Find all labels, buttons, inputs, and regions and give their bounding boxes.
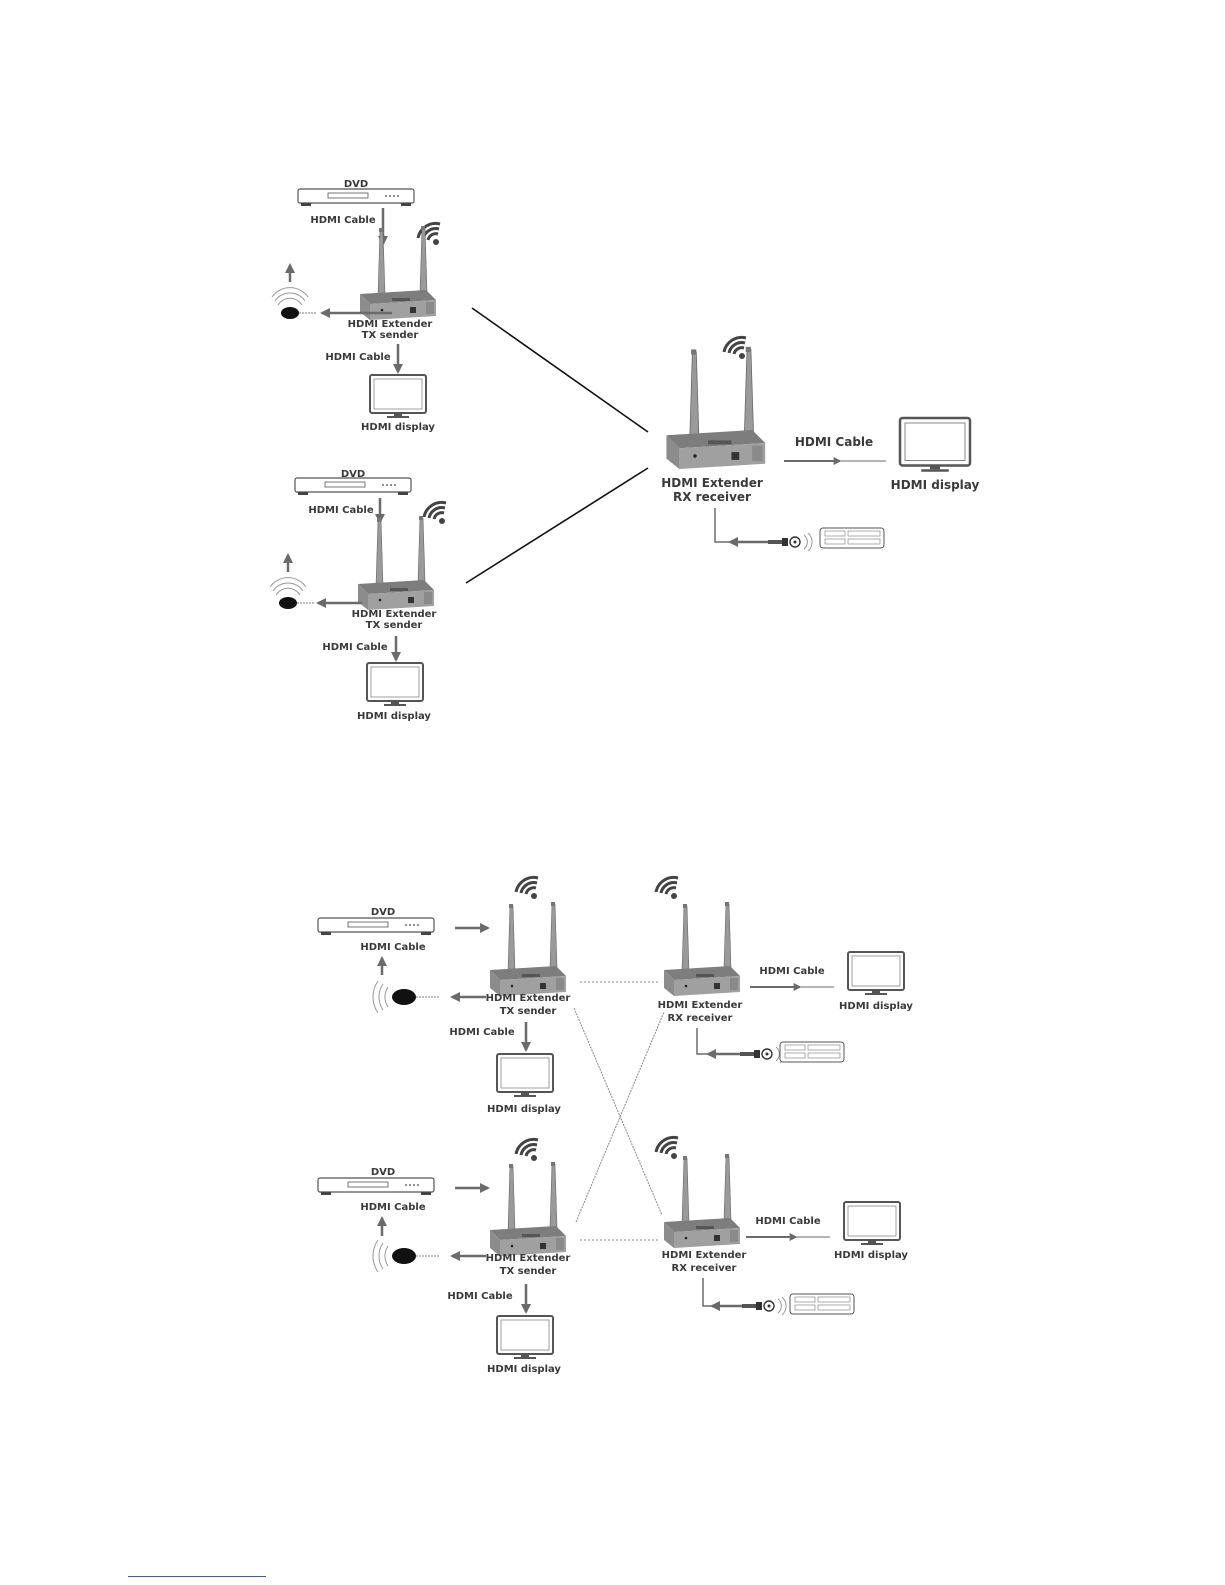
hdmi-extender-tx-device	[357, 515, 435, 611]
wifi-signal-icon	[514, 875, 540, 901]
bottom-section: DVD HDMI Cable HDMI Extender TX sender H…	[317, 875, 913, 1375]
hdmi-cable-label: HDMI Cable	[308, 505, 373, 516]
dvd-player	[294, 477, 412, 496]
hdmi-display-label: HDMI display	[834, 1250, 908, 1261]
monitor-icon	[366, 662, 424, 707]
tx-group-2: DVD HDMI Cable HDMI Extender TX sender H…	[269, 469, 448, 722]
dvd-label: DVD	[341, 469, 365, 480]
wifi-signal-icon	[422, 500, 448, 526]
rx-group-1: HDMI Extender RX receiver HDMI Cable HDM…	[654, 875, 913, 1064]
wifi-signal-icon	[654, 1135, 680, 1161]
hdmi-cable-label: HDMI Cable	[755, 1216, 820, 1227]
hdmi-extender-rx-device	[665, 346, 766, 470]
tx-group-3: DVD HDMI Cable HDMI Extender TX sender H…	[317, 875, 571, 1115]
tx-sender-label: TX sender	[362, 330, 419, 341]
monitor-icon	[898, 416, 972, 473]
hdmi-extender-rx-device	[663, 1153, 741, 1249]
tx-sender-label: TX sender	[366, 620, 423, 631]
hdmi-display-label: HDMI display	[891, 478, 980, 492]
ir-cable-line	[714, 508, 730, 543]
hdmi-cable-label: HDMI Cable	[795, 435, 873, 449]
extender-label: HDMI Extender	[662, 1250, 747, 1261]
rx-receiver-label: RX receiver	[668, 1013, 733, 1024]
wireless-link-line	[471, 307, 649, 433]
hdmi-cable-label: HDMI Cable	[325, 352, 390, 363]
hdmi-cable-label: HDMI Cable	[449, 1027, 514, 1038]
wifi-signal-icon	[722, 335, 748, 361]
hdmi-display-label: HDMI display	[361, 422, 435, 433]
remote-control-icon	[819, 527, 885, 549]
extender-label: HDMI Extender	[658, 1000, 743, 1011]
hdmi-extender-rx-device	[663, 901, 741, 997]
hdmi-cable-label: HDMI Cable	[447, 1291, 512, 1302]
footer-underline	[128, 1576, 266, 1577]
hdmi-cable-label: HDMI Cable	[360, 1202, 425, 1213]
dvd-player	[317, 917, 435, 936]
hdmi-cable-label: HDMI Cable	[360, 942, 425, 953]
cross-link-line	[573, 1007, 663, 1216]
monitor-icon	[496, 1315, 554, 1360]
remote-control-icon	[779, 1041, 845, 1063]
remote-control-icon	[789, 1293, 855, 1315]
wireless-link-line	[465, 467, 649, 584]
ir-cable-line	[696, 1028, 710, 1055]
dvd-label: DVD	[371, 1167, 395, 1178]
ir-emitter-icon	[741, 1296, 787, 1316]
dvd-player	[317, 1177, 435, 1196]
wifi-signal-icon	[514, 1137, 540, 1163]
rx-receiver-label: RX receiver	[673, 490, 751, 504]
monitor-icon	[847, 951, 905, 996]
monitor-icon	[369, 374, 427, 419]
extender-label: HDMI Extender	[352, 609, 437, 620]
ir-receiver-eye-icon	[269, 577, 315, 610]
hdmi-extender-tx-device	[359, 225, 437, 321]
hdmi-extender-tx-device	[489, 901, 567, 997]
hdmi-cable-label: HDMI Cable	[759, 966, 824, 977]
hdmi-cable-label: HDMI Cable	[322, 642, 387, 653]
hdmi-display-label: HDMI display	[357, 711, 431, 722]
dvd-player	[297, 188, 415, 207]
tx-group-1: DVD HDMI Cable HDMI Extender TX sender H…	[271, 179, 442, 433]
hdmi-display-label: HDMI display	[839, 1001, 913, 1012]
rx-receiver-label: RX receiver	[672, 1263, 737, 1274]
extender-label: HDMI Extender	[348, 319, 433, 330]
ir-cable-line	[702, 1278, 716, 1307]
top-section: DVD HDMI Cable HDMI Extender TX sender H…	[269, 179, 980, 722]
hdmi-display-label: HDMI display	[487, 1364, 561, 1375]
tx-sender-label: TX sender	[500, 1006, 557, 1017]
rx-group-main: HDMI Extender RX receiver HDMI Cable HDM…	[661, 335, 980, 552]
dvd-label: DVD	[371, 907, 395, 918]
extender-label: HDMI Extender	[486, 993, 571, 1004]
extender-label: HDMI Extender	[486, 1253, 571, 1264]
dvd-label: DVD	[344, 179, 368, 190]
ir-emitter-icon	[767, 532, 813, 552]
hdmi-cable-label: HDMI Cable	[310, 215, 375, 226]
ir-receiver-eye-icon	[271, 287, 317, 320]
tx-group-4: DVD HDMI Cable HDMI Extender TX sender H…	[317, 1137, 571, 1375]
hdmi-extender-tx-device	[489, 1161, 567, 1257]
rx-group-2: HDMI Extender RX receiver HDMI Cable HDM…	[654, 1135, 908, 1316]
monitor-icon	[496, 1053, 554, 1098]
hdmi-display-label: HDMI display	[487, 1104, 561, 1115]
ir-emitter-icon	[739, 1044, 785, 1064]
monitor-icon	[843, 1201, 901, 1246]
tx-sender-label: TX sender	[500, 1266, 557, 1277]
cross-link-line	[575, 1011, 665, 1223]
extender-label: HDMI Extender	[661, 476, 763, 490]
wifi-signal-icon	[654, 875, 680, 901]
